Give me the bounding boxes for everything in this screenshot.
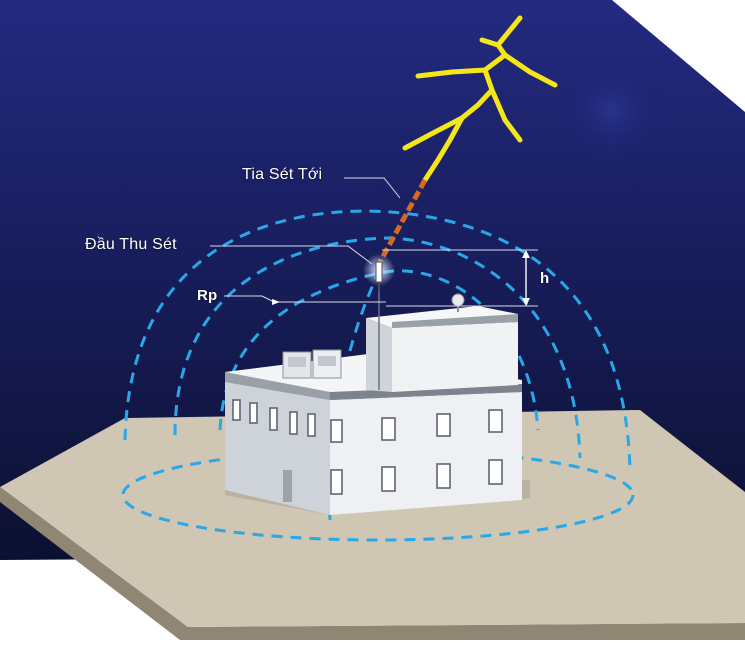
upper-block [366,290,518,392]
windows [232,399,503,495]
window [488,459,503,485]
incoming-strike-path [377,178,428,264]
label-protection-radius: Rp [197,287,218,304]
building-front-face [330,392,522,515]
protection-dome-middle [173,236,582,459]
callout-rp [224,295,386,303]
label-air-terminal: Đầu Thu Sét [85,236,177,253]
protection-base-ring [121,448,635,542]
label-height: h [540,270,550,287]
window [381,417,396,441]
window [381,466,396,492]
roof-parapet-front [330,384,522,400]
window [249,402,258,424]
satellite-dish-icon [451,293,465,312]
roof-parapet-left [225,372,330,400]
window [269,407,278,431]
window [232,399,241,421]
window [436,413,451,437]
door [283,470,292,502]
window [289,411,298,435]
window [488,409,503,433]
rp-arrow-head [272,299,280,305]
window [330,419,343,443]
window [330,469,343,495]
moon-shadow [557,55,667,165]
lightning-bolt-icon [402,15,558,183]
height-dimension-arrow [522,250,530,306]
window [307,413,316,437]
callout-lines [210,177,538,307]
window [436,463,451,489]
callout-air-terminal [210,245,373,265]
upper-roof-parapet [392,314,518,328]
air-conditioner-unit-icon [282,349,342,379]
ground-slab-side [0,487,745,640]
label-incoming-lightning: Tia Sét Tới [242,166,323,183]
callout-incoming [344,177,401,199]
lightning-rod-icon [375,261,383,292]
protection-dome-outer [123,209,632,471]
upper-block-front-face [392,322,518,392]
